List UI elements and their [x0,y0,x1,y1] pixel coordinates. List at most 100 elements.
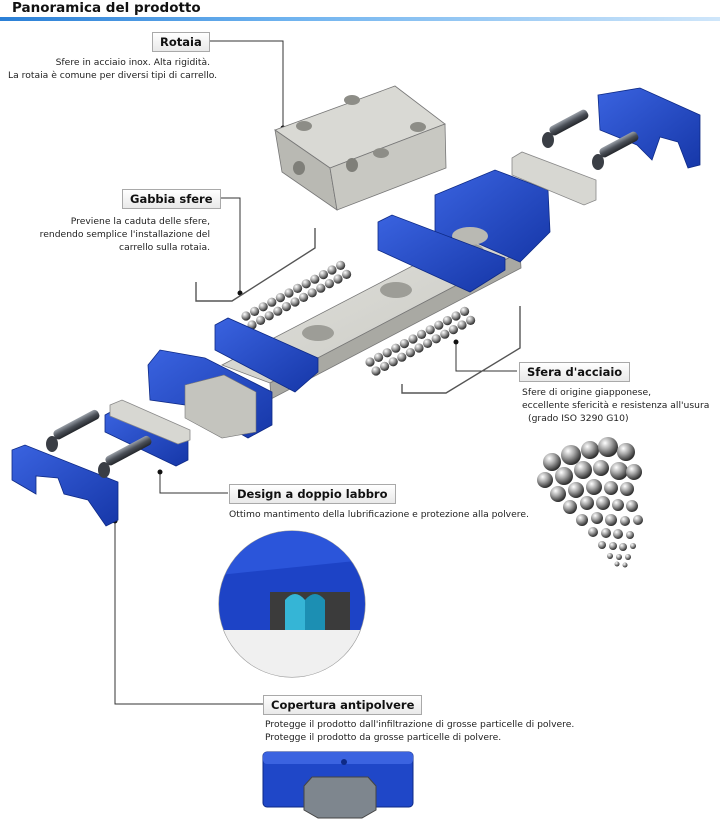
steel-ball [622,562,628,568]
steel-ball [616,554,622,560]
steel-ball [333,274,343,284]
steel-ball [563,500,577,514]
steel-ball [417,329,427,339]
steel-ball [591,512,603,524]
steel-ball [405,348,415,358]
ball-row-right [365,306,476,376]
steel-ball [380,361,390,371]
leader-lines [114,40,517,705]
screws [46,109,639,478]
steel-ball [324,279,334,289]
steel-ball [307,288,317,298]
steel-ball [604,481,618,495]
steel-ball [596,496,610,510]
page-title: Panoramica del prodotto [12,0,201,16]
steel-ball [434,320,444,330]
steel-ball [301,279,311,289]
blue-end-cap-right-top [597,87,701,169]
steel-ball [440,329,450,339]
steel-ball [605,514,617,526]
steel-ball [574,461,592,479]
ball-desc-line-2: eccellente sfericità e resistenza all'us… [522,400,710,411]
label-dust-cover: Copertura antipolvere [263,695,423,715]
steel-ball [256,315,266,325]
ball-row-left [241,260,352,330]
steel-ball [601,528,611,538]
cage-desc-line-3: carrello sulla rotaia. [119,242,210,253]
steel-ball [442,316,452,326]
title-underline [0,17,720,21]
steel-ball [537,472,553,488]
rail-desc-line-1: Sfere in acciaio inox. Alta rigidità. [55,57,210,68]
steel-ball [365,357,375,367]
steel-ball [626,464,642,480]
steel-ball [466,315,476,325]
steel-ball [408,334,418,344]
steel-ball [460,306,470,316]
ball-desc-line-1: Sfere di origine giapponese, [522,387,652,398]
steel-ball [250,306,260,316]
steel-ball [273,306,283,316]
steel-ball [336,260,346,270]
steel-ball [630,543,636,549]
cage-desc-line-2: rendendo semplice l'installazione del [39,229,210,240]
steel-ball [612,499,624,511]
steel-ball [448,325,458,335]
steel-ball [399,339,409,349]
steel-ball [576,514,588,526]
steel-ball [281,302,291,312]
steel-ball [293,283,303,293]
steel-ball [318,270,328,280]
label-steel-ball: Sfera d'acciaio [519,362,631,382]
carriage-block [274,85,447,211]
blue-seal-plate-left [214,317,319,393]
steel-ball [620,482,634,496]
cover-description: Protegge il prodotto dall'infiltrazione … [265,718,574,744]
steel-ball [241,311,251,321]
steel-ball [290,297,300,307]
ball-description: Sfere di origine giapponese, eccellente … [522,386,709,425]
steel-ball-pile [537,437,643,568]
steel-ball [610,462,628,480]
metal-plates [109,151,597,445]
lip-desc-line-1: Ottimo mantimento della lubrificazione e… [229,509,529,520]
steel-ball [633,515,643,525]
steel-ball [391,343,401,353]
steel-ball [626,500,638,512]
steel-ball [561,445,581,465]
steel-ball [374,352,384,362]
steel-ball [568,482,584,498]
steel-ball [613,529,623,539]
steel-ball [414,343,424,353]
steel-ball [342,269,352,279]
steel-ball [397,352,407,362]
steel-ball [371,366,381,376]
label-rail: Rotaia [152,32,210,52]
ball-desc-line-3: (grado ISO 3290 G10) [528,413,629,424]
steel-ball [310,274,320,284]
steel-ball [275,293,285,303]
label-ball-cage: Gabbia sfere [122,189,221,209]
steel-ball [598,437,618,457]
rail-description: Sfere in acciaio inox. Alta rigidità. La… [8,56,217,82]
blue-seal-plate-right [377,214,506,293]
steel-ball [543,453,561,471]
steel-ball [581,441,599,459]
steel-ball [299,292,309,302]
ball-cage [195,228,521,394]
steel-ball [264,311,274,321]
cage-desc-line-1: Previene la caduta delle sfere, [70,216,210,227]
steel-ball [316,283,326,293]
steel-ball [620,516,630,526]
steel-ball [598,541,606,549]
steel-ball [593,460,609,476]
cover-desc-line-2: Protegge il prodotto da grosse particell… [265,732,502,743]
blue-end-cap-bottom-left [11,444,119,527]
steel-ball [617,443,635,461]
cage-description: Previene la caduta delle sfere, rendendo… [8,215,210,254]
steel-ball [580,496,594,510]
steel-ball [555,467,573,485]
steel-ball [284,288,294,298]
steel-ball [382,348,392,358]
dust-cover-detail [262,751,414,819]
